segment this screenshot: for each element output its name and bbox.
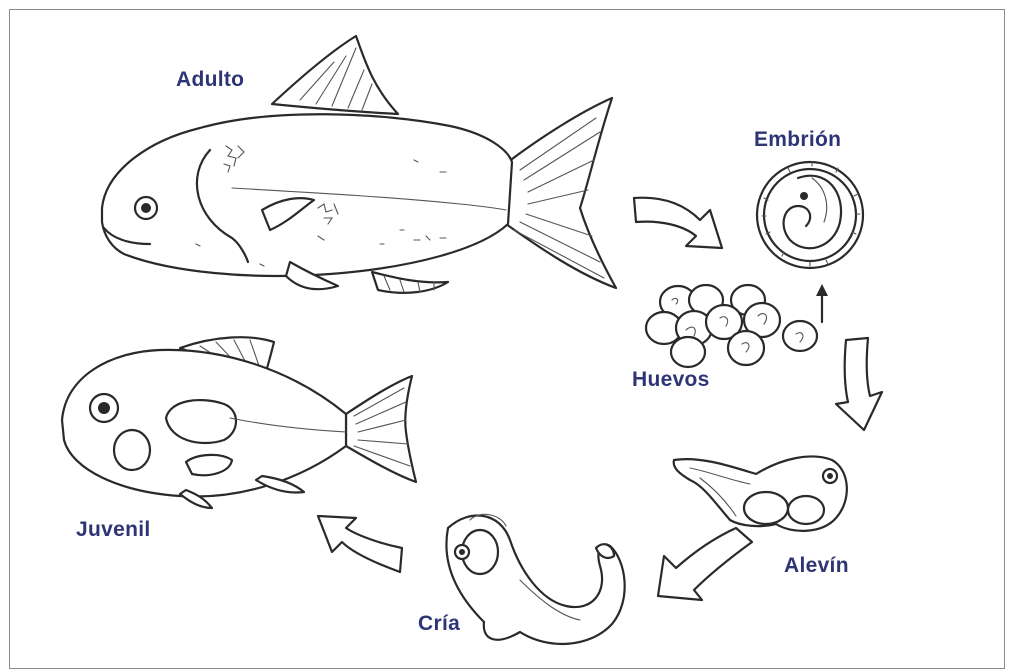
arrow-fry-to-juvenile — [318, 516, 402, 572]
label-larva: Alevín — [784, 554, 849, 578]
label-juvenile: Juvenil — [76, 518, 150, 542]
juvenile-fish — [62, 337, 416, 508]
arrow-eggs-to-embryo-head — [816, 284, 828, 296]
eggs-cluster — [646, 285, 817, 367]
label-adult: Adulto — [176, 68, 244, 92]
label-fry: Cría — [418, 612, 460, 636]
label-embryo: Embrión — [754, 128, 841, 152]
arrow-eggs-to-larva — [836, 338, 882, 430]
arrow-adult-to-embryo — [634, 198, 722, 248]
label-eggs: Huevos — [632, 368, 710, 392]
fry — [446, 514, 624, 644]
embryo — [757, 162, 863, 268]
arrow-larva-to-fry — [658, 528, 752, 600]
larva — [674, 456, 847, 530]
